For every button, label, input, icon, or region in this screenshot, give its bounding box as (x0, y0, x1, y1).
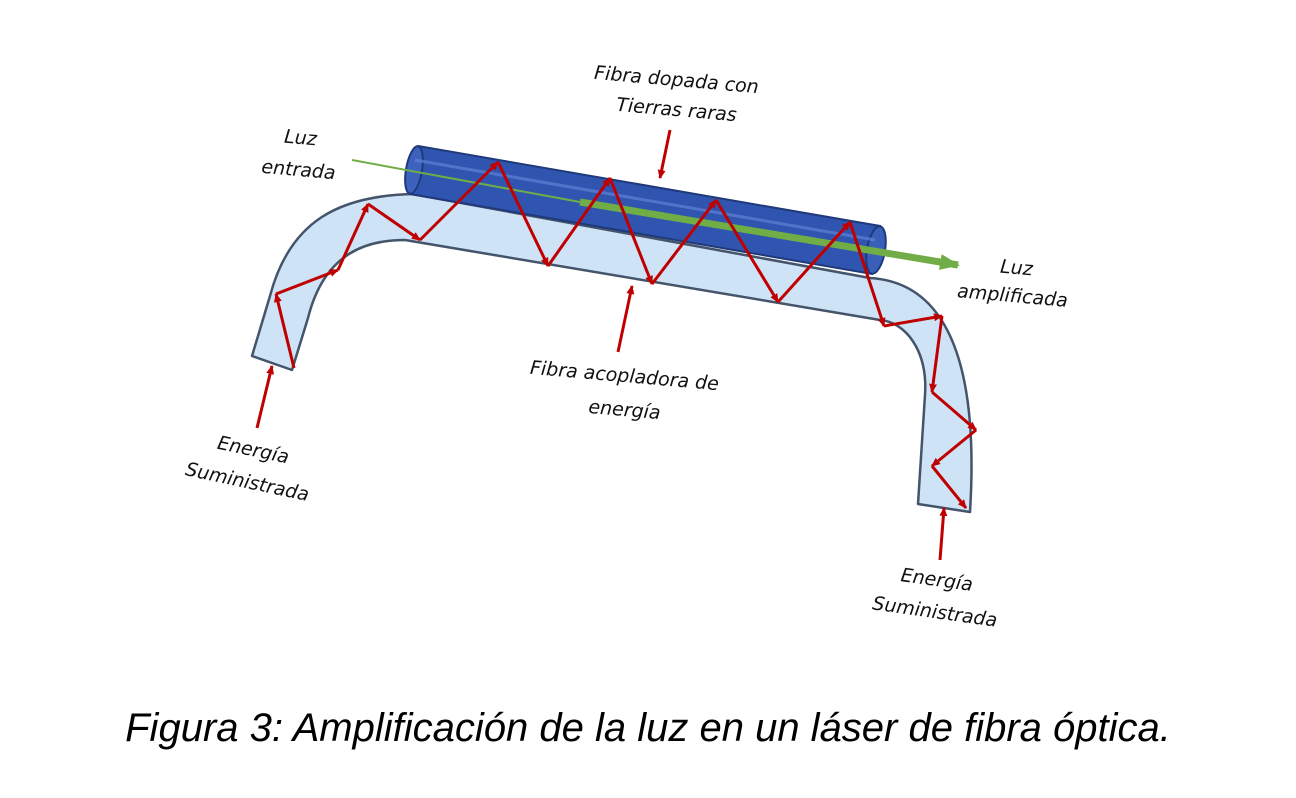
label-energy-right-2: Suministrada (871, 592, 999, 631)
label-doped-fiber-1: Fibra dopada con (593, 62, 759, 98)
energy-rays (274, 160, 977, 509)
label-light-out-2: amplificada (956, 280, 1068, 312)
label-coupler-2: energía (588, 396, 662, 424)
coupler-arrow (616, 285, 635, 353)
pointer-arrows (255, 129, 948, 561)
label-light-out-1: Luz (999, 256, 1034, 281)
energy-right-arrow (938, 507, 948, 561)
figure-caption: Figura 3: Amplificación de la luz en un … (125, 706, 1171, 750)
light-input-beam (351, 159, 581, 203)
energy-left-arrow (255, 365, 275, 429)
label-light-in-1: Luz (283, 126, 318, 151)
label-energy-left-2: Suministrada (183, 458, 311, 506)
light-amplified-beam (579, 198, 960, 270)
label-energy-right-1: Energía (899, 564, 974, 596)
coupling-fiber (250, 192, 973, 514)
doped-fiber-arrow (657, 129, 672, 179)
label-doped-fiber-2: Tierras raras (615, 94, 737, 126)
label-light-in-2: entrada (261, 156, 337, 184)
label-energy-left-1: Energía (215, 432, 291, 469)
label-coupler-1: Fibra acopladora de (529, 357, 720, 395)
